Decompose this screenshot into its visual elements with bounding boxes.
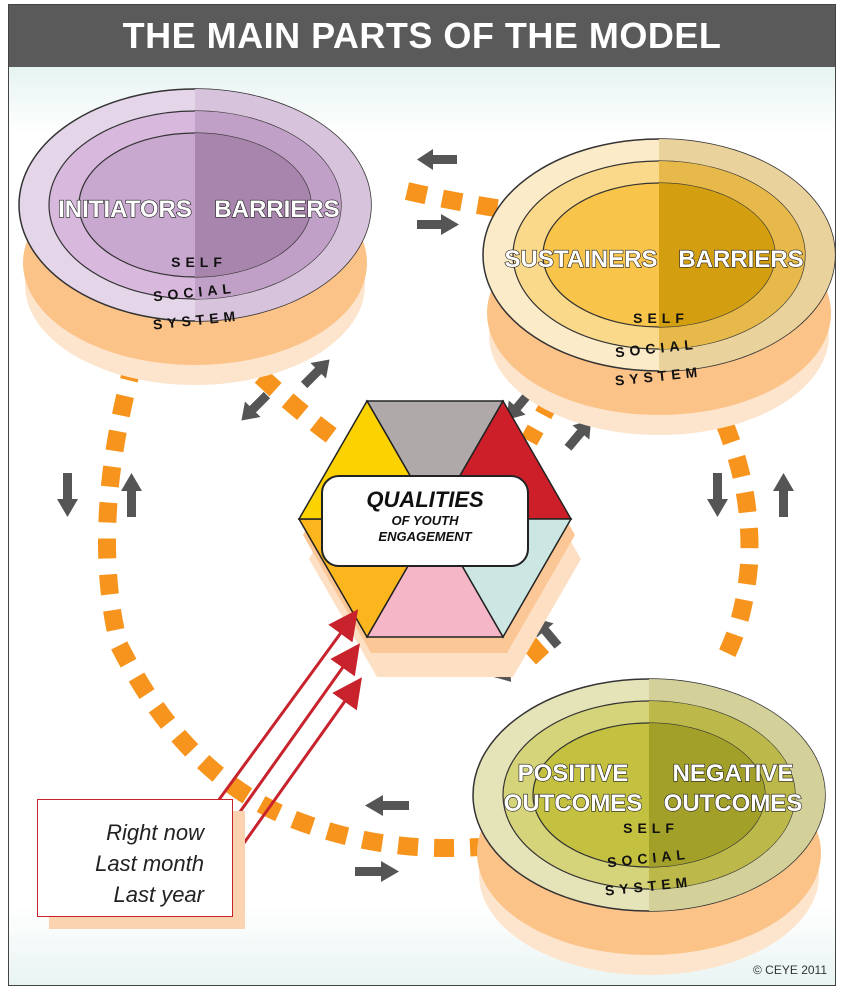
positive-label: POSITIVE	[518, 760, 629, 787]
arrow-bottom-left-icon	[365, 795, 409, 816]
arrow-right-up-icon	[773, 473, 794, 517]
arrow-bottom-right-icon	[355, 861, 399, 882]
initiators-self-label: SELF	[171, 254, 227, 270]
arrow-top-left-icon	[417, 149, 457, 170]
arrow-top-right-icon	[417, 214, 459, 235]
qualities-line-2: ENGAGEMENT	[378, 529, 472, 544]
legend-item-last-year: Last year	[113, 882, 205, 907]
negative-outcomes-label: OUTCOMES	[664, 790, 803, 817]
arrow-left-up-icon	[121, 473, 142, 517]
left-loop	[98, 358, 480, 858]
sustainers-barriers-label: BARRIERS	[678, 246, 803, 273]
legend-item-right-now: Right now	[106, 820, 204, 845]
page-title: THE MAIN PARTS OF THE MODEL	[122, 15, 722, 56]
sustainers-oval: SUSTAINERS BARRIERS SELF SOCIAL SYSTEM	[482, 138, 835, 435]
arrow-right-down-icon	[707, 473, 728, 517]
top-connector	[404, 182, 517, 220]
arrow-left-down-icon	[57, 473, 78, 517]
model-diagram: INITIATORS BARRIERS SELF SOCIAL SYSTEM S…	[18, 88, 835, 975]
arrow-initiators-up-icon	[300, 359, 330, 389]
right-loop	[701, 386, 759, 670]
timeframe-legend: Right now Last month Last year	[37, 799, 233, 917]
initiators-label: INITIATORS	[58, 196, 192, 223]
positive-outcomes-label: OUTCOMES	[504, 790, 643, 817]
negative-label: NEGATIVE	[673, 760, 794, 787]
copyright-notice: © CEYE 2011	[753, 963, 827, 977]
initiators-barriers-label: BARRIERS	[214, 196, 339, 223]
legend-item-last-month: Last month	[95, 851, 204, 876]
outcomes-self-label: SELF	[623, 820, 679, 836]
sustainers-label: SUSTAINERS	[505, 246, 658, 273]
sustainers-self-label: SELF	[633, 310, 689, 326]
arrow-initiators-down-icon	[241, 391, 271, 421]
diagram-frame: THE MAIN PARTS OF THE MODEL	[8, 4, 836, 986]
title-bar: THE MAIN PARTS OF THE MODEL	[9, 5, 835, 67]
qualities-line-1: OF YOUTH	[391, 513, 459, 528]
qualities-title: QUALITIES	[366, 487, 484, 512]
outcomes-oval: POSITIVE OUTCOMES NEGATIVE OUTCOMES SELF…	[472, 678, 826, 975]
initiators-oval: INITIATORS BARRIERS SELF SOCIAL SYSTEM	[18, 88, 372, 385]
qualities-label-box: QUALITIES OF YOUTH ENGAGEMENT	[321, 475, 529, 567]
